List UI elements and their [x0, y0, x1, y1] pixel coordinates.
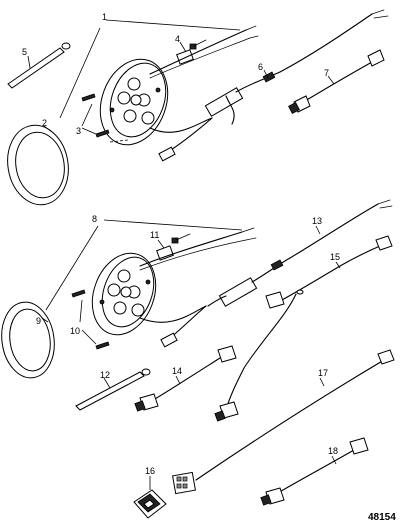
callout-6: 6 — [258, 62, 263, 72]
pigtail-7 — [288, 49, 385, 114]
callout-1: 1 — [102, 12, 107, 22]
connector-11 — [156, 233, 191, 261]
callout-18: 18 — [328, 446, 338, 456]
cable-17 — [195, 349, 395, 481]
callout-7: 7 — [324, 68, 329, 78]
callout-4: 4 — [175, 34, 180, 44]
callout-11: 11 — [150, 230, 159, 240]
screws-10 — [71, 289, 110, 350]
switch-16 — [133, 471, 196, 519]
light-housing-1 — [99, 58, 169, 146]
callout-16: 16 — [145, 466, 155, 476]
callout-9: 9 — [36, 316, 41, 326]
figure-number: 48154 — [368, 512, 396, 523]
callout-17: 17 — [318, 368, 328, 378]
harness-13 — [139, 199, 393, 348]
harness-6 — [149, 9, 389, 162]
bezel-ring-2 — [7, 124, 69, 206]
lower-light-assembly: 8 9 10 — [1, 199, 395, 519]
callout-10: 10 — [70, 326, 80, 336]
cable-tie-5 — [7, 42, 71, 89]
callout-15: 15 — [330, 252, 340, 262]
cable-tie-12 — [75, 368, 151, 411]
callout-3: 3 — [76, 126, 81, 136]
y-harness-15 — [214, 235, 393, 422]
callout-5: 5 — [22, 47, 27, 57]
callout-13: 13 — [312, 216, 322, 226]
connector-4 — [176, 39, 207, 65]
screws-3 — [81, 93, 110, 138]
bezel-ring-9 — [1, 301, 55, 379]
pigtail-14 — [134, 345, 237, 412]
light-housing-8 — [91, 252, 157, 336]
pigtail-18 — [260, 437, 369, 506]
upper-light-assembly: 5 2 1 — [7, 9, 389, 206]
callout-2: 2 — [42, 118, 47, 128]
callout-8: 8 — [92, 214, 97, 224]
callout-14: 14 — [172, 366, 182, 376]
callout-12: 12 — [100, 370, 110, 380]
